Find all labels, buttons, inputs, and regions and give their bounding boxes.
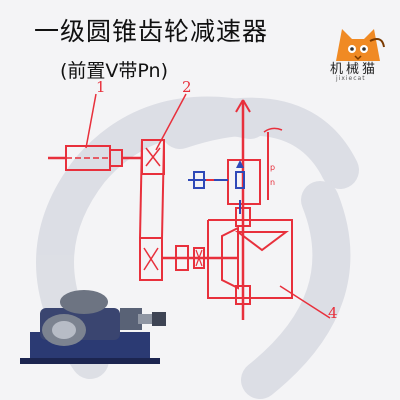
cat-logo-icon (336, 29, 385, 61)
logo-subtitle: jixiecat (336, 75, 366, 82)
label-4: 4 (328, 304, 338, 322)
svg-text:p: p (270, 163, 275, 172)
gearbox-housing (207, 207, 293, 305)
input-shaft (162, 245, 238, 271)
label-2: 2 (182, 78, 192, 96)
reducer-photo (20, 290, 166, 364)
svg-text:n: n (270, 178, 275, 187)
page-subtitle: (前置V带Pn) (60, 60, 168, 82)
label-leaders (85, 93, 331, 319)
bevel-gear-pair (221, 100, 289, 320)
coupling-motor (188, 160, 245, 214)
v-belt-drive-2 (139, 139, 165, 281)
motor-1 (48, 145, 142, 171)
label-1: 1 (96, 78, 106, 96)
page-title: 一级圆锥齿轮减速器 (34, 17, 269, 46)
output-drum: p n (227, 99, 283, 205)
logo-name: 机械猫 (330, 62, 379, 77)
